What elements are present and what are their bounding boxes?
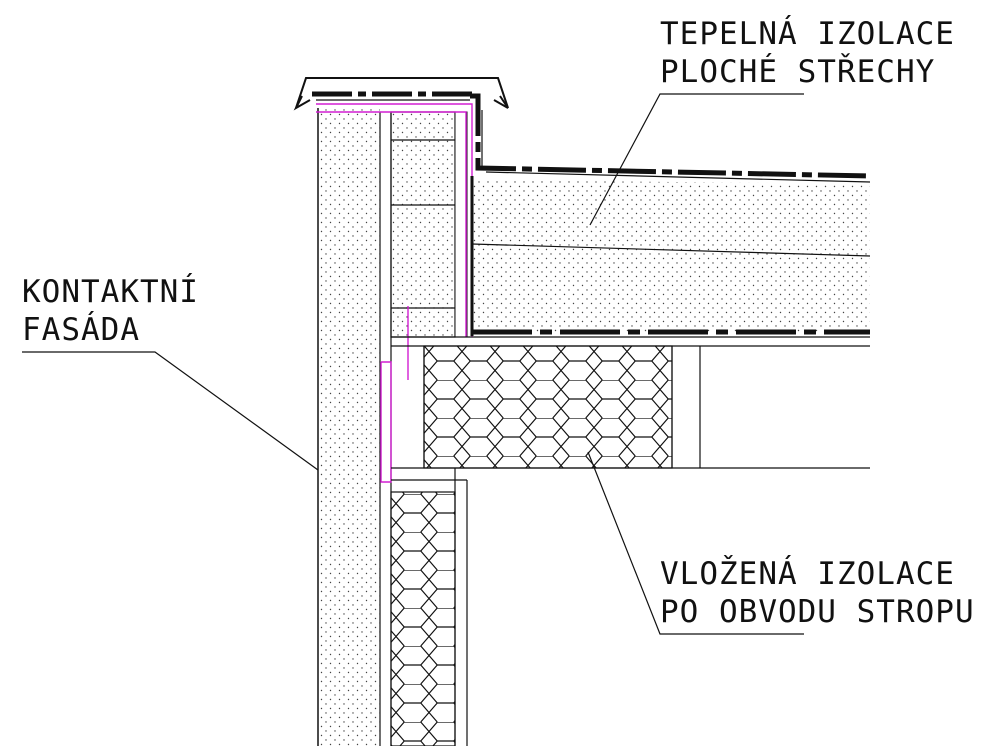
leader-ceiling (587, 451, 804, 635)
label-ceiling-line1: VLOŽENÁ IZOLACE (660, 556, 955, 592)
facade-insulation-layer (317, 108, 392, 746)
wall-insulation (390, 491, 456, 746)
roof-waterproofing-membrane (470, 93, 871, 183)
label-flat-roof-line2: PLOCHÉ STŘECHY (660, 54, 935, 90)
leader-lines (22, 93, 804, 635)
ceiling-perimeter-insulation (423, 345, 673, 469)
label-flat-roof-line1: TEPELNÁ IZOLACE (660, 16, 955, 52)
parapet-coping (293, 77, 509, 111)
label-facade-line1: KONTAKTNÍ (22, 274, 199, 310)
label-facade-line2: FASÁDA (22, 312, 140, 348)
flat-roof-insulation-layer (470, 176, 871, 336)
label-contact-facade: KONTAKTNÍ FASÁDA (22, 274, 199, 348)
label-ceiling-perimeter-insulation: VLOŽENÁ IZOLACE PO OBVODU STROPU (660, 556, 975, 630)
parapet-masonry (390, 111, 468, 338)
leader-facade (22, 351, 319, 471)
label-ceiling-line2: PO OBVODU STROPU (660, 594, 975, 630)
leader-flat-roof (589, 93, 804, 226)
label-flat-roof-insulation: TEPELNÁ IZOLACE PLOCHÉ STŘECHY (660, 16, 955, 90)
